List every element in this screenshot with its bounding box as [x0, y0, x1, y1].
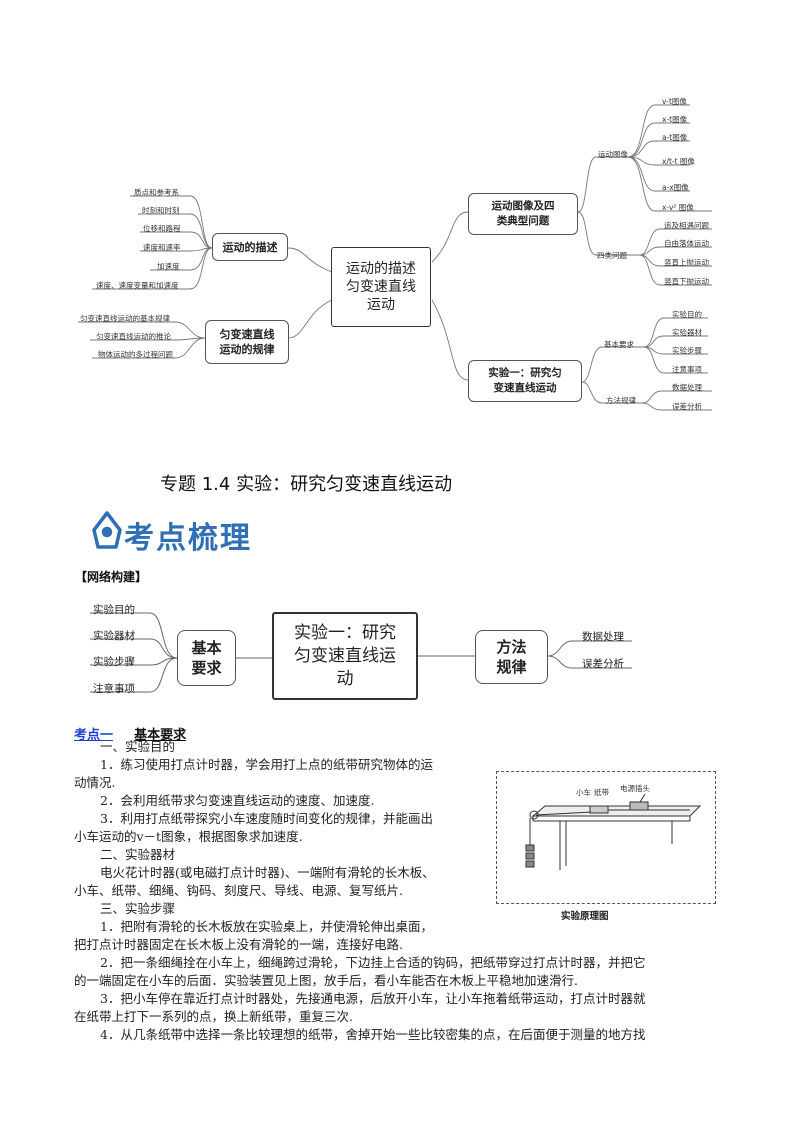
mindmap-leaf: 竖直下抛运动 [664, 277, 709, 286]
network-leaf: 实验目的 [93, 604, 135, 616]
pen-nib-icon [92, 511, 122, 549]
mindmap-center-node: 运动的描述 匀变速直线 运动 [331, 247, 431, 327]
mindmap-leaf: 数据处理 [672, 383, 702, 392]
mindmap-leaf: 实验步骤 [672, 346, 702, 355]
body-line: 在纸带上打下一系列的点，换上新纸带，重复三次. [74, 1009, 353, 1024]
mindmap-group-label: 方法规律 [606, 396, 636, 405]
network-box-basic-requirements: 基本 要求 [177, 630, 236, 686]
body-line: 动情况. [74, 775, 116, 790]
mindmap-leaf: x-t图像 [662, 115, 688, 124]
mindmap-leaf: 位移和路程 [143, 224, 181, 233]
body-line: 三、实验步骤 [100, 901, 176, 916]
experiment-figure-frame [496, 771, 716, 904]
mindmap-leaf: 注意事项 [672, 365, 702, 374]
mindmap-leaf: 匀变速直线运动的基本规律 [80, 314, 170, 323]
body-line: 电火花计时器(或电磁打点计时器)、一端附有滑轮的长木板、 [100, 865, 435, 880]
network-center-node: 实验一：研究 匀变速直线运 动 [272, 612, 418, 700]
mindmap-leaf: 速度、速度变量和加速度 [96, 281, 179, 290]
mindmap-leaf: a-x图像 [662, 183, 689, 192]
mindmap-leaf: a-t图像 [662, 133, 688, 142]
mindmap-leaf: 自由落体运动 [664, 239, 709, 248]
body-line: 1．练习使用打点计时器，学会用打上点的纸带研究物体的运 [100, 757, 433, 772]
mindmap-leaf: 误差分析 [672, 402, 702, 411]
figure-label-plug: 电源插头 [620, 784, 650, 793]
network-box-methods: 方法 规律 [475, 630, 548, 684]
body-line: 小车运动的v－t图象，根据图象求加速度. [74, 829, 303, 844]
mindmap-leaf: 物体运动的多过程问题 [98, 350, 173, 359]
mindmap-leaf: x/t-t 图像 [662, 157, 695, 166]
body-line: 1．把附有滑轮的长木板放在实验桌上，并使滑轮伸出桌面， [100, 919, 433, 934]
figure-label-tape: 纸带 [594, 788, 609, 797]
mindmap-branch-uniform-acceleration: 匀变速直线 运动的规律 [205, 320, 289, 364]
body-line: 2．把一条细绳拴在小车上，细绳跨过滑轮，下边挂上合适的钩码，把纸带穿过打点计时器… [100, 955, 646, 970]
network-leaf: 数据处理 [582, 631, 624, 643]
network-leaf: 注意事项 [93, 683, 135, 695]
body-line: 一、实验目的 [100, 739, 176, 754]
mindmap-leaf: 加速度 [157, 262, 180, 271]
figure-label-cart: 小车 [576, 788, 591, 797]
network-label: 【网络构建】 [75, 570, 148, 584]
kaodian-title: 基本要求 [134, 728, 187, 743]
mindmap-branch-motion-graphs: 运动图像及四 类典型问题 [468, 193, 578, 235]
section-heading: 考点梳理 [124, 521, 252, 556]
mindmap-leaf: 速度和速率 [143, 243, 181, 252]
mindmap-leaf: 时刻和时刻 [142, 206, 180, 215]
body-line: 二、实验器材 [100, 847, 176, 862]
page-title: 专题 1.4 实验：研究匀变速直线运动 [160, 474, 453, 495]
body-line: 的一端固定在小车的后面．实验装置见上图，放手后，看小车能否在木板上平稳地加速滑行… [74, 973, 578, 988]
body-line: 小车、纸带、细绳、钩码、刻度尺、导线、电源、复写纸片. [74, 883, 403, 898]
mindmap-branch-motion-description: 运动的描述 [212, 233, 288, 261]
network-leaf: 实验器材 [93, 630, 135, 642]
body-line: 2．会利用纸带求匀变速直线运动的速度、加速度. [100, 793, 375, 808]
mindmap-leaf: x-v² 图像 [662, 203, 694, 212]
mindmap-group-label: 运动图像 [598, 150, 628, 159]
body-line: 3．把小车停在靠近打点计时器处，先接通电源，后放开小车，让小车拖着纸带运动，打点… [100, 991, 646, 1006]
mindmap-leaf: 实验器材 [672, 328, 702, 337]
mindmap-leaf: 质点和参考系 [134, 188, 179, 197]
figure-caption: 实验原理图 [561, 911, 609, 922]
mindmap-group-label: 基本要求 [604, 340, 634, 349]
body-line: 3．利用打点纸带探究小车速度随时间变化的规律，并能画出 [100, 811, 433, 826]
mindmap-leaf: 竖直上抛运动 [664, 258, 709, 267]
body-line: 4．从几条纸带中选择一条比较理想的纸带，舍掉开始一些比较密集的点，在后面便于测量… [100, 1027, 646, 1042]
mindmap-leaf: 追及相遇问题 [664, 221, 709, 230]
kaodian-label: 考点一 基本要求 [74, 724, 186, 743]
mindmap-leaf: 实验目的 [672, 310, 702, 319]
network-leaf: 误差分析 [582, 658, 624, 670]
mindmap-branch-experiment: 实验一：研究匀 变速直线运动 [468, 360, 582, 402]
kaodian-number: 考点一 [74, 728, 114, 743]
mindmap-leaf: 匀变速直线运动的推论 [96, 332, 171, 341]
mindmap-group-label: 四类问题 [597, 251, 627, 260]
mindmap-leaf: v-t图像 [662, 97, 687, 106]
network-leaf: 实验步骤 [93, 656, 135, 668]
mindmap-connectors [78, 104, 712, 411]
body-line: 把打点计时器固定在长木板上没有滑轮的一端，连接好电路. [74, 937, 403, 952]
